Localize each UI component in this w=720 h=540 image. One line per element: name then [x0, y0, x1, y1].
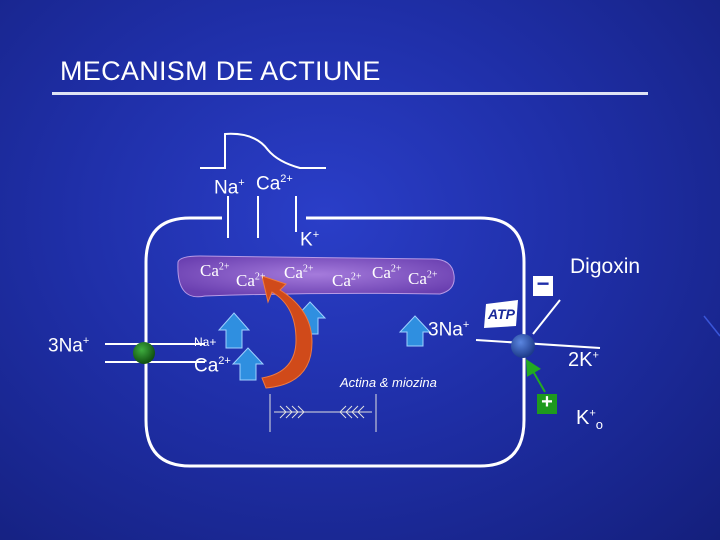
inner-na-label: Na+	[194, 335, 217, 349]
sr-ca-label: Ca2+	[408, 269, 438, 288]
action-potential-trace	[200, 132, 326, 169]
sarcoplasmic-reticulum	[177, 255, 455, 298]
exchanger-node	[133, 342, 155, 364]
atp-badge	[484, 300, 518, 328]
top-na-label: Na+	[214, 177, 245, 199]
k-entry-arrow	[526, 359, 546, 393]
inhibition-box	[533, 276, 553, 296]
pump-node	[511, 334, 535, 358]
digoxin-label: Digoxin	[570, 255, 641, 278]
exchanger-na-label: 3Na+	[48, 335, 90, 357]
atp-label: ATP	[488, 306, 515, 322]
stimulation-box	[537, 394, 557, 414]
plus-sign: +	[541, 391, 553, 413]
sr-ca-label: Ca2+	[200, 261, 230, 280]
title-underline	[52, 92, 648, 95]
sr-ca-label: Ca2+	[236, 271, 266, 290]
ca-up-arrow	[231, 347, 265, 381]
na-up-arrow	[217, 312, 251, 349]
sr-ca-label: Ca2+	[372, 263, 402, 282]
pump-na-label: 3Na+	[428, 319, 470, 341]
digoxin-line	[532, 299, 561, 335]
k-o-label: K+o	[576, 407, 604, 432]
k-out-label: 2K+	[568, 349, 599, 371]
actin-myosin-label: Actina & miozina	[340, 375, 437, 390]
actin-chevrons	[279, 405, 305, 419]
pump-na-up-arrow	[398, 315, 432, 347]
sr-ca-label: Ca2+	[332, 271, 362, 290]
minus-sign: −	[536, 271, 550, 296]
k-label: K+	[300, 229, 320, 251]
top-ca-label: Ca2+	[256, 173, 293, 195]
page-title: MECANISM DE ACTIUNE	[60, 56, 381, 86]
pump-line	[475, 339, 601, 349]
cell-membrane	[144, 216, 526, 468]
corner-decoration	[703, 315, 720, 337]
sr-ca-label: Ca2+	[284, 263, 314, 282]
myosin-chevrons	[339, 405, 365, 419]
inner-ca-label: Ca2+	[194, 355, 231, 377]
ca-uptake-curved-arrow	[261, 275, 313, 389]
